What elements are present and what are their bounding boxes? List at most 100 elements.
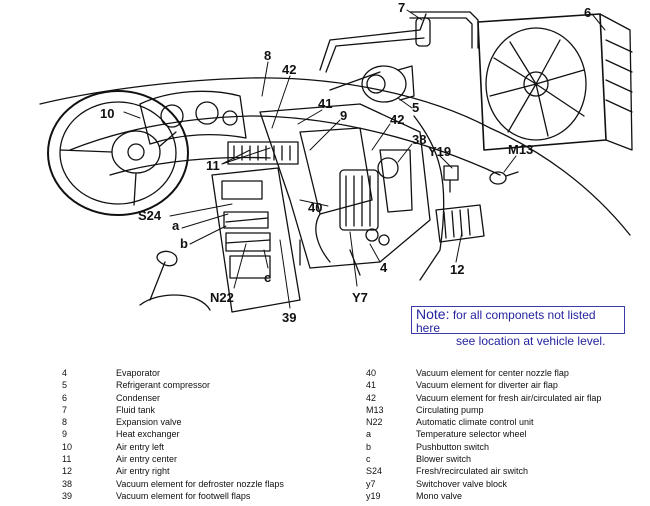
legend-row: N22 Automatic climate control unit <box>366 416 601 428</box>
instrument-cluster <box>139 90 247 145</box>
callout-42-top: 42 <box>282 62 296 77</box>
legend-row: 40 Vacuum element for center nozzle flap <box>366 367 601 379</box>
legend-text: Pushbutton switch <box>416 441 490 452</box>
leader-lines <box>123 9 606 309</box>
legend-code: 4 <box>62 368 68 378</box>
callout-12: 12 <box>450 262 464 277</box>
callout-s24: S24 <box>138 208 162 223</box>
legend-row: 6 Condenser <box>62 392 284 404</box>
callout-5: 5 <box>412 100 419 115</box>
callout-m13: M13 <box>508 142 533 157</box>
center-vents <box>227 141 299 165</box>
legend-code: M13 <box>366 404 384 415</box>
callout-7: 7 <box>398 0 405 15</box>
callout-8: 8 <box>264 48 271 63</box>
legend-text: Evaporator <box>116 368 161 378</box>
legend-row: 11 Air entry center <box>62 453 284 465</box>
legend-code: 39 <box>62 490 73 501</box>
legend-text: Automatic climate control unit <box>416 417 534 428</box>
legend-code: a <box>366 429 372 440</box>
legend-text: Fresh/recirculated air switch <box>416 466 529 477</box>
legend-text: Blower switch <box>416 454 472 465</box>
callout-b: b <box>180 236 188 251</box>
legend-code: y19 <box>366 490 381 501</box>
callout-38: 38 <box>412 132 426 147</box>
legend-row: S24 Fresh/recirculated air switch <box>366 465 601 477</box>
legend-code: 11 <box>62 454 72 465</box>
circulating-pump <box>489 171 519 185</box>
legend-text: Circulating pump <box>416 404 484 415</box>
legend-text: Temperature selector wheel <box>416 429 527 440</box>
legend-text: Vacuum element for footwell flaps <box>116 490 251 501</box>
fluid-tank <box>415 17 431 47</box>
legend-code: 12 <box>62 466 73 477</box>
legend-text: Air entry right <box>116 466 170 477</box>
legend-row: c Blower switch <box>366 453 601 465</box>
legend-row: a Temperature selector wheel <box>366 428 601 440</box>
legend-text: Expansion valve <box>116 417 182 428</box>
legend-code: 40 <box>366 368 377 378</box>
legend-code: 9 <box>62 429 68 440</box>
legend-text: Vacuum element for center nozzle flap <box>416 368 569 378</box>
callout-42-right: 42 <box>390 112 404 127</box>
refrigerant-lines <box>319 11 479 281</box>
note-label: Note: <box>416 306 450 322</box>
callout-y19: Y19 <box>428 144 451 159</box>
condenser-fan <box>477 13 633 151</box>
legend-code: N22 <box>366 417 383 428</box>
legend-row: y7 Switchover valve block <box>366 478 601 490</box>
legend-code: 38 <box>62 478 73 489</box>
note-line-2: see location at vehicle level. <box>456 334 606 348</box>
mono-valve <box>443 165 459 193</box>
legend-row: 7 Fluid tank <box>62 404 284 416</box>
gear-lever <box>149 250 178 301</box>
legend-text: Air entry left <box>116 441 165 452</box>
legend-code: 6 <box>62 392 68 403</box>
legend-code: y7 <box>366 478 376 489</box>
callout-11: 11 <box>206 158 220 173</box>
callout-n22: N22 <box>210 290 234 305</box>
callout-40: 40 <box>308 200 322 215</box>
legend-row: 5 Refrigerant compressor <box>62 379 284 391</box>
legend-text: Mono valve <box>416 490 463 501</box>
legend-text: Vacuum element for fresh air/circulated … <box>416 392 602 403</box>
legend-code: b <box>366 441 372 452</box>
legend-row: 4 Evaporator <box>62 367 284 379</box>
legend-text: Refrigerant compressor <box>116 380 211 391</box>
legend-row: 41 Vacuum element for diverter air flap <box>366 379 601 391</box>
callout-c: c <box>264 270 271 285</box>
legend-code: 5 <box>62 380 68 391</box>
callout-y7: Y7 <box>352 290 368 305</box>
legend-code: c <box>366 454 371 465</box>
note-box: Note: for all componets not listed here … <box>411 306 625 348</box>
legend-row: b Pushbutton switch <box>366 441 601 453</box>
legend-text: Air entry center <box>116 454 178 465</box>
legend-text: Fluid tank <box>116 404 156 415</box>
callout-41: 41 <box>318 96 332 111</box>
legend-code: 8 <box>62 417 68 428</box>
compressor <box>361 65 415 103</box>
legend-text: Vacuum element for diverter air flap <box>416 380 558 391</box>
climate-system-diagram: 7 6 8 42 41 5 10 9 42 38 Y19 M13 11 S24 … <box>39 0 633 325</box>
legend-row: y19 Mono valve <box>366 490 601 502</box>
note-line-1: for all componets not listed here <box>416 308 596 335</box>
legend-code: S24 <box>366 466 383 477</box>
legend-code: 7 <box>62 404 68 415</box>
legend-text: Condenser <box>116 392 161 403</box>
callout-4: 4 <box>380 260 388 275</box>
callout-39: 39 <box>282 310 296 325</box>
callout-9: 9 <box>340 108 347 123</box>
callout-10: 10 <box>100 106 114 121</box>
right-vent <box>435 204 485 243</box>
legend-code: 42 <box>366 392 377 403</box>
legend-code: 41 <box>366 380 377 391</box>
dashboard-outline <box>39 77 631 236</box>
legend-text: Switchover valve block <box>416 478 508 489</box>
legend-row: 12 Air entry right <box>62 465 284 477</box>
legend-row: 42 Vacuum element for fresh air/circulate… <box>366 392 601 404</box>
callout-a: a <box>172 218 180 233</box>
